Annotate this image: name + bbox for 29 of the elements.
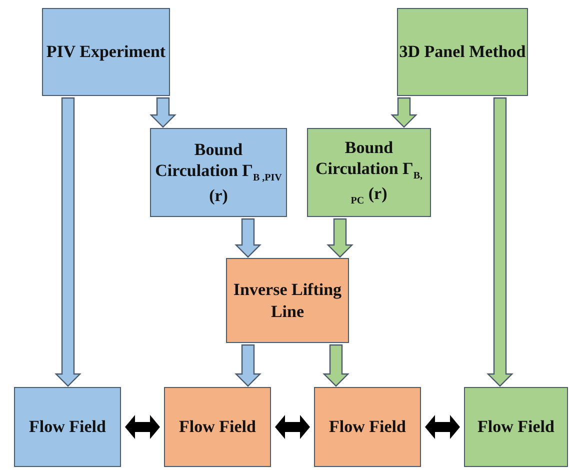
node-label: Bound Circulation Γ$_{B,}$ $_{PC}$ (r) [314,136,424,208]
block-arrow [322,344,350,387]
process-box [397,8,528,96]
double-arrow [275,415,310,439]
block-arrow [234,218,262,258]
process-box [42,8,170,96]
node-label: Flow Field [29,416,106,438]
node-label: Flow Field [478,416,554,438]
node-label: Flow Field [179,416,256,438]
process-box [464,387,568,467]
block-arrow [54,97,82,387]
process-box [164,387,271,467]
block-arrow [150,97,176,128]
node-label: 3D Panel Method [399,41,526,63]
block-arrow [486,97,514,387]
block-arrow [234,344,262,387]
block-arrow [326,218,354,258]
node-label: Flow Field [329,416,406,438]
double-arrow [425,415,460,439]
process-box [307,128,431,217]
process-box [314,387,421,467]
node-label: Bound Circulation Γ$_{B ,PIV}$ (r) [154,138,283,206]
node-label: PIV Experiment [46,41,166,63]
double-arrow [125,415,160,439]
process-box [150,128,287,217]
process-box [226,258,349,343]
process-box [14,387,121,467]
node-label: Inverse Lifting Line [232,279,343,322]
block-arrow [390,97,418,128]
